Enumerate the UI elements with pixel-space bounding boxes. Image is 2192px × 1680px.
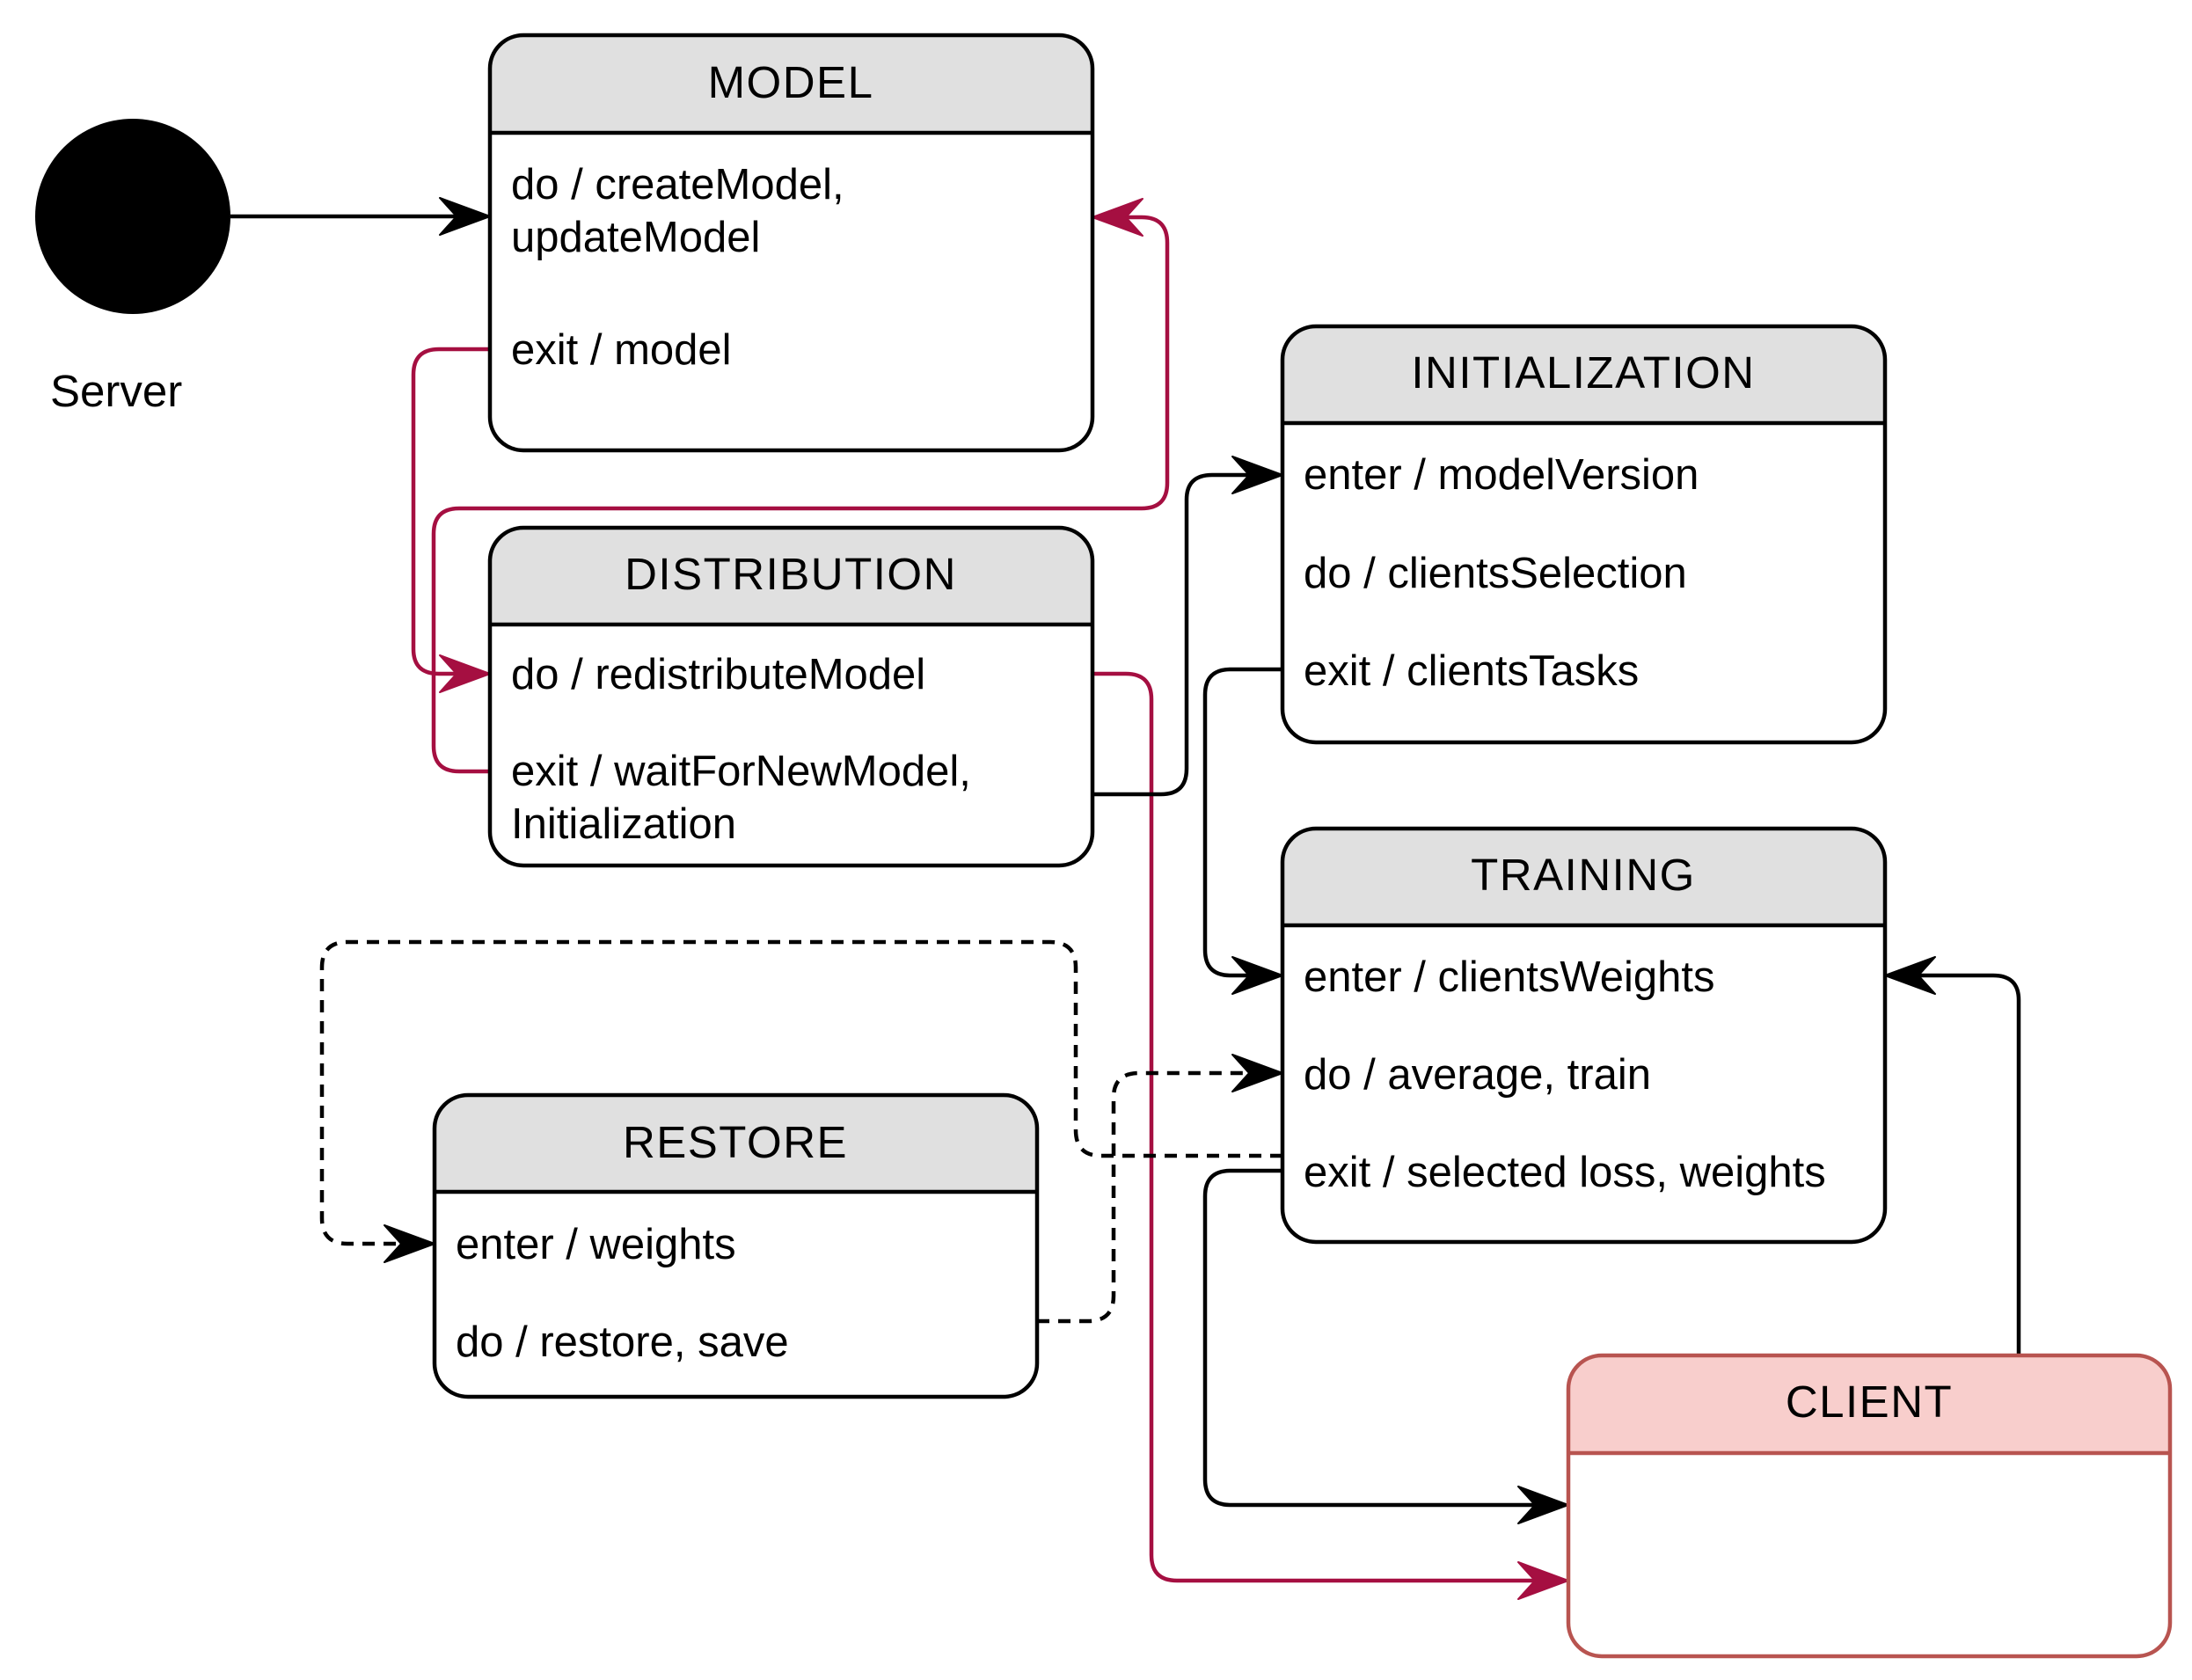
state-restore: RESTORE enter / weights do / restore, sa…	[432, 1092, 1040, 1399]
state-client-border	[1566, 1353, 2173, 1659]
state-distribution-border	[487, 525, 1095, 868]
state-restore-line: do / restore, save	[456, 1318, 789, 1366]
state-model-border	[487, 33, 1095, 453]
state-initialization-title: INITIALIZATION	[1411, 347, 1755, 398]
initial-state-label: Server	[50, 366, 182, 416]
state-training-line: enter / clientsWeights	[1304, 953, 1715, 1001]
transition-distribution-to-model	[431, 215, 1170, 774]
state-initialization-line: exit / clientsTasks	[1304, 647, 1639, 695]
state-training-line: exit / selected loss, weights	[1304, 1149, 1826, 1196]
state-training-border	[1280, 826, 1888, 1245]
transition-training-to-client	[1202, 1168, 1538, 1508]
state-distribution-title: DISTRIBUTION	[625, 549, 957, 599]
state-training-header	[1282, 829, 1885, 925]
state-restore-header	[435, 1095, 1037, 1192]
state-initialization-body	[1282, 326, 1885, 742]
state-client-header	[1568, 1355, 2170, 1453]
state-training-body	[1282, 829, 1885, 1242]
state-distribution-header	[490, 528, 1092, 625]
state-training-line: do / average, train	[1304, 1051, 1651, 1099]
initial-state-node	[35, 119, 230, 314]
state-model: MODEL do / createModel, updateModel exit…	[487, 33, 1095, 453]
state-training: TRAINING enter / clientsWeights do / ave…	[1280, 826, 1888, 1245]
state-training-title: TRAINING	[1471, 850, 1696, 900]
state-model-body	[490, 35, 1092, 450]
state-model-line: updateModel	[511, 214, 760, 261]
state-client-title: CLIENT	[1786, 1377, 1953, 1427]
state-restore-title: RESTORE	[623, 1117, 848, 1167]
transition-client-to-training	[1916, 973, 2021, 1355]
transition-distribution-to-client	[1092, 671, 1538, 1583]
state-distribution: DISTRIBUTION do / redistributeModel exit…	[487, 525, 1095, 868]
state-initialization-line: do / clientsSelection	[1304, 550, 1687, 597]
state-model-line: do / createModel,	[511, 161, 844, 208]
state-initialization: INITIALIZATION enter / modelVersion do /…	[1280, 324, 1888, 745]
state-restore-line: enter / weights	[456, 1221, 736, 1268]
state-distribution-line: Initialization	[511, 800, 736, 848]
state-model-title: MODEL	[708, 57, 874, 107]
transition-initialization-to-training	[1202, 667, 1282, 978]
state-model-line: exit / model	[511, 326, 732, 374]
state-initialization-line: enter / modelVersion	[1304, 451, 1699, 499]
transition-restore-to-training	[1037, 1070, 1252, 1324]
state-restore-border	[432, 1092, 1040, 1399]
state-initialization-header	[1282, 326, 1885, 423]
state-initialization-border	[1280, 324, 1888, 745]
state-model-header	[490, 35, 1092, 133]
state-distribution-line: exit / waitForNewModel,	[511, 748, 971, 795]
transition-model-to-distribution	[411, 347, 490, 676]
transition-distribution-to-initialization	[1092, 472, 1252, 797]
state-distribution-line: do / redistributeModel	[511, 651, 925, 698]
state-client: CLIENT	[1566, 1353, 2173, 1659]
